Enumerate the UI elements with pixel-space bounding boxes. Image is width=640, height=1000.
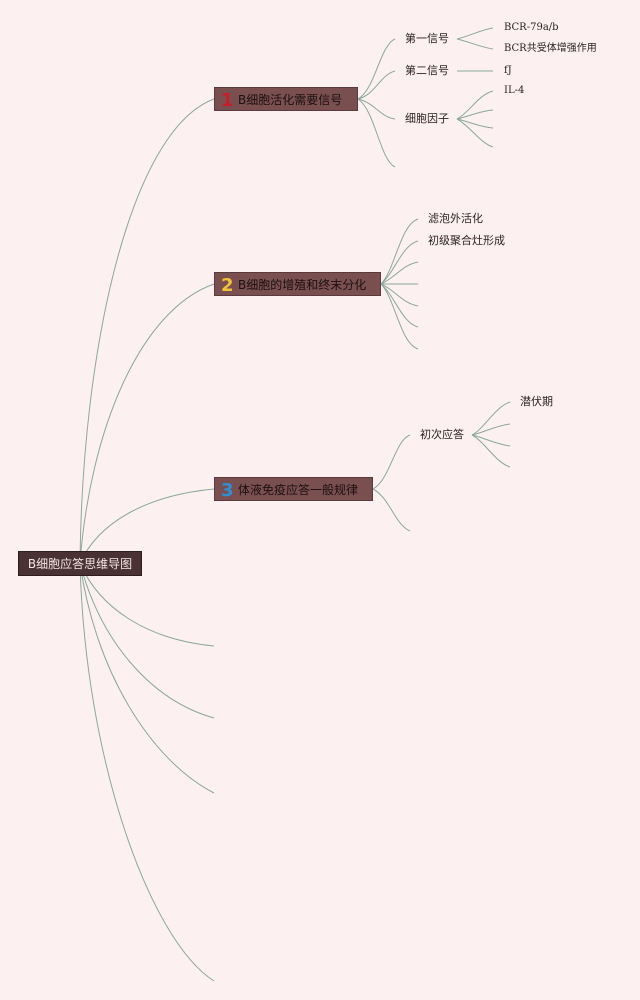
root-node[interactable]: B细胞应答思维导图	[18, 551, 142, 576]
link-b2-focus	[380, 240, 419, 285]
branch-title-2: B细胞的增殖和终末分化	[238, 278, 367, 292]
link-primary-empty-2	[471, 434, 511, 447]
link-root-empty-2	[79, 562, 215, 719]
topic-cytokine[interactable]: 细胞因子	[405, 112, 449, 125]
link-root-branch-2	[79, 283, 215, 564]
leaf-il-4[interactable]: IL-4	[504, 85, 525, 96]
link-b2-follicle	[380, 218, 419, 285]
leaf-bcr-coreceptor[interactable]: BCR共受体增强作用	[504, 43, 597, 54]
branch-number-2: 2	[221, 275, 234, 296]
branch-title-3: 体液免疫应答一般规律	[238, 483, 359, 497]
topic-primary-focus[interactable]: 初级聚合灶形成	[428, 234, 505, 247]
link-root-empty-3	[79, 562, 215, 794]
topic-extrafollicular-activation[interactable]: 滤泡外活化	[428, 212, 483, 225]
link-cytokine-empty-1	[456, 109, 494, 120]
branch-node-2[interactable]: 2 B细胞的增殖和终末分化	[214, 272, 381, 296]
link-cytokine-empty-2	[456, 118, 494, 129]
link-root-branch-3	[79, 488, 215, 564]
link-primary-empty-3	[471, 434, 511, 468]
topic-first-signal[interactable]: 第一信号	[405, 32, 449, 45]
leaf-latent-period[interactable]: 潜伏期	[520, 395, 553, 408]
branch-title-1: B细胞活化需要信号	[238, 93, 343, 107]
link-root-empty-1	[79, 562, 215, 647]
branch-number-3: 3	[221, 480, 234, 501]
link-first-signal-bcr79	[456, 27, 494, 40]
branch-node-1[interactable]: 1 B细胞活化需要信号	[214, 87, 358, 111]
link-root-branch-1	[79, 98, 215, 564]
branch-number-1: 1	[221, 90, 234, 111]
link-b1-empty	[357, 98, 396, 168]
link-b1-first-signal	[357, 38, 396, 100]
leaf-bcr-79ab[interactable]: BCR-79a/b	[504, 22, 559, 33]
link-b2-empty-1	[380, 261, 419, 285]
link-b1-cytokine	[357, 98, 396, 120]
link-b2-empty-5	[380, 283, 419, 350]
link-primary-empty-1	[471, 423, 511, 436]
link-cytokine-empty-3	[456, 118, 494, 148]
link-primary-latent	[471, 401, 511, 436]
topic-second-signal[interactable]: 第二信号	[405, 64, 449, 77]
leaf-fj[interactable]: fJ	[504, 65, 512, 76]
link-b3-empty	[372, 488, 411, 532]
link-cytokine-il4	[456, 90, 494, 120]
link-first-signal-bcr-coreceptor	[456, 38, 494, 50]
link-b2-empty-3	[380, 283, 419, 307]
topic-primary-response[interactable]: 初次应答	[420, 428, 464, 441]
link-root-empty-4	[79, 562, 215, 982]
link-b1-second-signal	[357, 70, 396, 100]
connector-lines	[79, 27, 511, 982]
branch-node-3[interactable]: 3 体液免疫应答一般规律	[214, 477, 373, 501]
link-b3-primary-response	[372, 434, 411, 490]
link-b2-empty-4	[380, 283, 419, 328]
